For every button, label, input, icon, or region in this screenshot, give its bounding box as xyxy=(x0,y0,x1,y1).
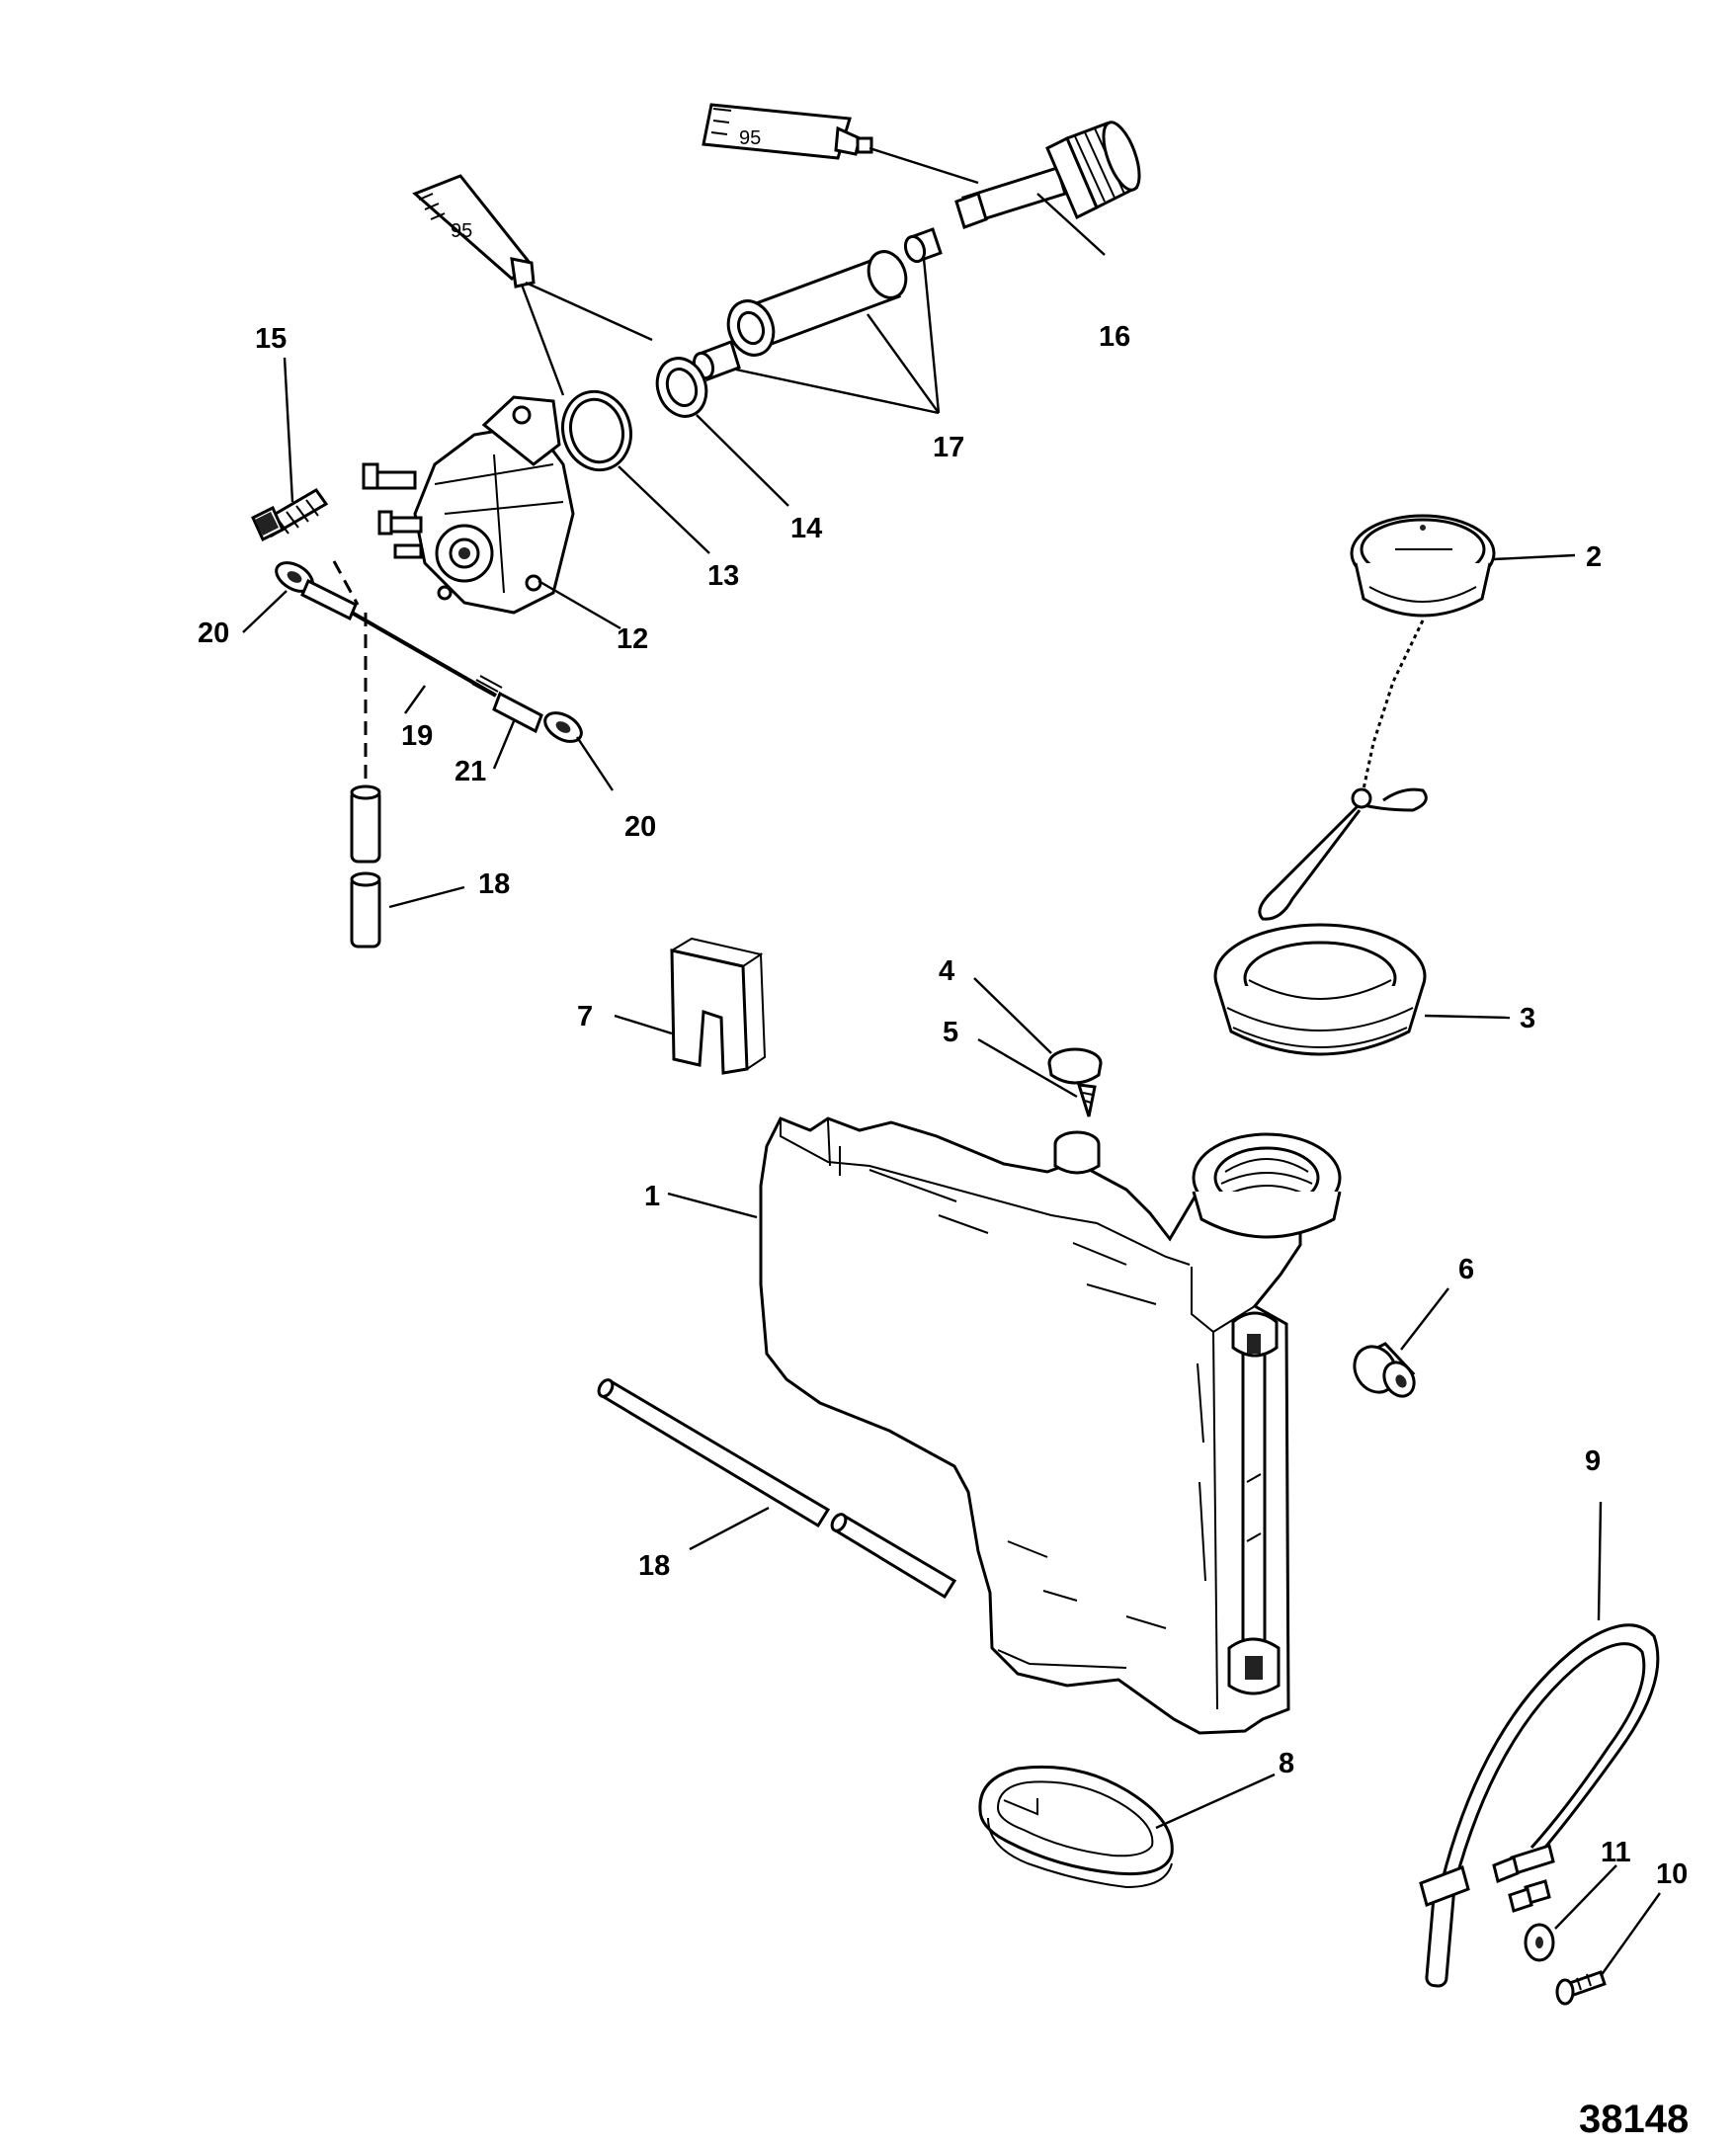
leader-20a xyxy=(242,590,288,633)
callout-1: 1 xyxy=(644,1181,660,1212)
leader-9 xyxy=(1597,1501,1603,1621)
screw-5 xyxy=(1076,1083,1097,1117)
callout-7: 7 xyxy=(577,1001,593,1032)
callout-3: 3 xyxy=(1520,1003,1535,1034)
seal-14 xyxy=(655,357,708,418)
clip-7 xyxy=(670,937,767,1075)
washer-11 xyxy=(1524,1923,1555,1962)
callout-2: 2 xyxy=(1586,541,1602,573)
tank-filler-neck xyxy=(1192,1132,1342,1239)
leader-13 xyxy=(618,465,710,554)
callout-8: 8 xyxy=(1279,1748,1294,1779)
callout-12: 12 xyxy=(617,623,648,655)
callout-18-lower: 18 xyxy=(638,1550,670,1582)
leader-2 xyxy=(1493,553,1576,561)
leader-12 xyxy=(537,579,621,630)
bushing-set xyxy=(692,227,943,381)
leader-16 xyxy=(1036,193,1106,256)
leader-5 xyxy=(977,1037,1078,1099)
leader-18b xyxy=(689,1506,770,1551)
leader-11 xyxy=(1554,1864,1617,1930)
callout-15: 15 xyxy=(255,323,287,355)
leader-18a xyxy=(388,885,465,909)
callout-20-left: 20 xyxy=(198,618,229,649)
leader-10 xyxy=(1600,1892,1661,1977)
callout-21: 21 xyxy=(455,756,486,787)
filler-cap-2 xyxy=(1350,514,1496,618)
leader-7 xyxy=(614,1014,673,1035)
sealant-tube-upper-label: 95 xyxy=(739,127,761,149)
leader-8 xyxy=(1155,1773,1276,1830)
sealant-tube-left-label: 95 xyxy=(451,220,472,242)
callout-5: 5 xyxy=(943,1017,958,1048)
link-rod-assembly xyxy=(275,561,583,743)
hose-lower xyxy=(597,1378,957,1600)
retaining-chain xyxy=(1360,619,1425,799)
callout-14: 14 xyxy=(790,513,822,544)
callout-11: 11 xyxy=(1601,1837,1631,1868)
callout-9: 9 xyxy=(1585,1445,1601,1477)
grommet-6 xyxy=(1353,1342,1416,1398)
sealant-tube-left: 95 xyxy=(412,174,653,396)
callout-18-upper: 18 xyxy=(478,868,510,900)
callout-17: 17 xyxy=(933,432,964,463)
callout-19: 19 xyxy=(401,720,433,752)
tank-boss xyxy=(1053,1130,1101,1175)
leader-6 xyxy=(1400,1287,1449,1351)
callout-20-right: 20 xyxy=(624,811,656,843)
oil-pump-drive-shaft xyxy=(954,121,1141,229)
tank-strap-9 xyxy=(1419,1623,1660,1988)
leader-1 xyxy=(667,1192,758,1219)
figure-number: 38148 xyxy=(1579,2098,1689,2141)
filler-neck-3 xyxy=(1213,923,1427,1056)
leader-4 xyxy=(973,977,1052,1054)
leader-14 xyxy=(696,414,789,507)
leader-17 xyxy=(735,258,941,415)
sealant-tube-upper: 95 xyxy=(702,103,979,185)
dash-pump-rod xyxy=(332,560,360,606)
leader-19 xyxy=(404,685,426,714)
chain-clip xyxy=(1258,787,1428,921)
callout-6: 6 xyxy=(1458,1254,1474,1285)
leader-3 xyxy=(1424,1014,1511,1020)
callout-13: 13 xyxy=(707,560,739,592)
hose-upper xyxy=(350,784,381,949)
callout-10: 10 xyxy=(1656,1858,1688,1890)
screw-15 xyxy=(251,488,329,542)
leader-20b xyxy=(576,736,614,791)
oil-pump xyxy=(362,395,575,615)
leader-21 xyxy=(492,720,516,770)
callout-4: 4 xyxy=(939,955,954,987)
plug-cap-4 xyxy=(1047,1047,1103,1085)
tank-pad-8 xyxy=(978,1765,1174,1889)
screw-10 xyxy=(1555,1970,1607,2006)
callout-16: 16 xyxy=(1099,321,1130,353)
o-ring-13 xyxy=(561,389,632,472)
leader-15 xyxy=(283,357,294,503)
oil-tank xyxy=(759,1116,1302,1735)
sight-gauge xyxy=(1227,1311,1281,1695)
